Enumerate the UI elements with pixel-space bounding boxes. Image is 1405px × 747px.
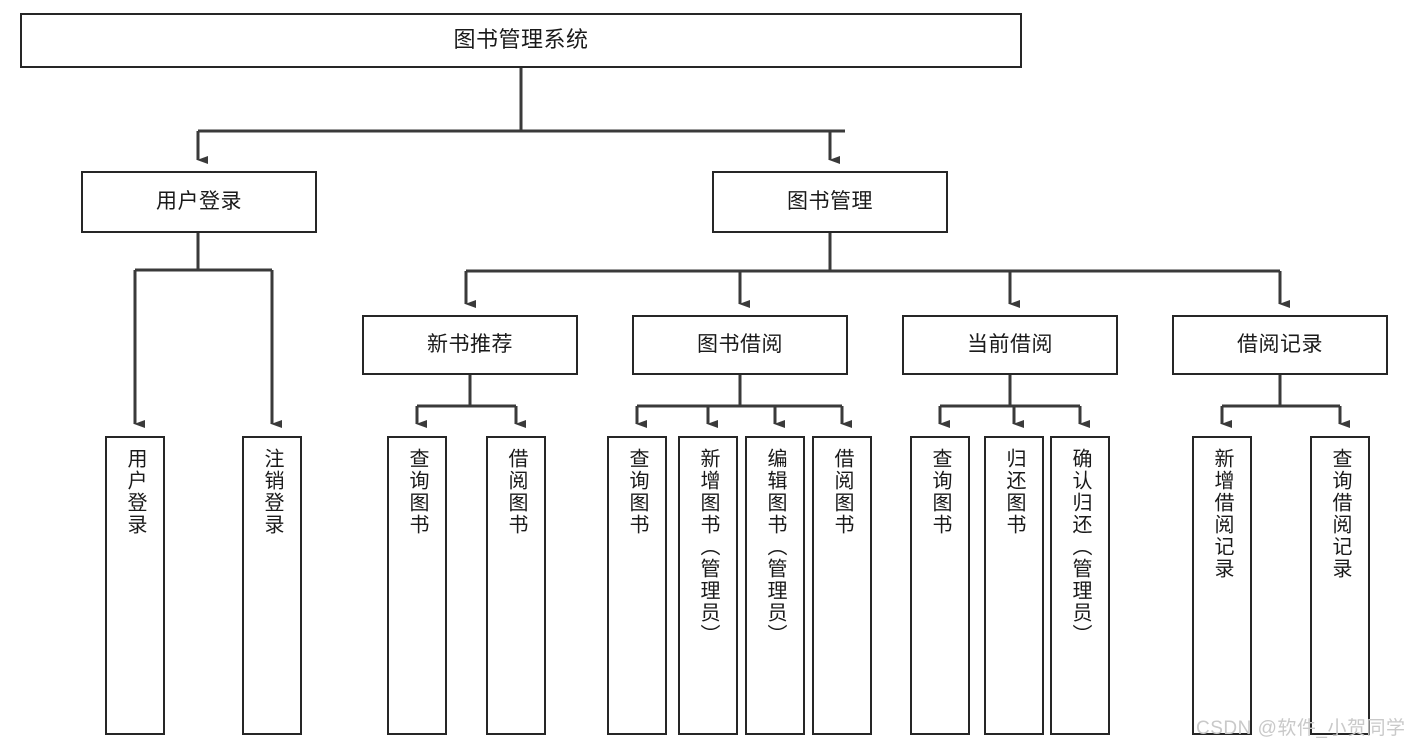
node-book-borrow-label: 图书借阅 bbox=[697, 333, 783, 357]
node-root[interactable]: 图书管理系统 bbox=[20, 13, 1022, 68]
node-leaf-return-book[interactable]: 归还图书 bbox=[984, 436, 1044, 735]
node-current-borrow[interactable]: 当前借阅 bbox=[902, 315, 1118, 375]
node-leaf-query-book-1[interactable]: 查询图书 bbox=[387, 436, 447, 735]
node-leaf-borrow-book-1[interactable]: 借阅图书 bbox=[486, 436, 546, 735]
node-leaf-logout-label: 注销登录 bbox=[261, 448, 283, 536]
node-leaf-borrow-book-1-label: 借阅图书 bbox=[505, 448, 527, 536]
node-leaf-query-book-3-label: 查询图书 bbox=[929, 448, 951, 536]
node-current-borrow-label: 当前借阅 bbox=[967, 333, 1053, 357]
node-leaf-confirm-return[interactable]: 确认归还（管理员） bbox=[1050, 436, 1110, 735]
node-leaf-query-book-3[interactable]: 查询图书 bbox=[910, 436, 970, 735]
node-new-book-recommend-label: 新书推荐 bbox=[427, 333, 513, 357]
node-leaf-edit-book-label: 编辑图书（管理员） bbox=[764, 448, 786, 646]
node-borrow-records-label: 借阅记录 bbox=[1237, 333, 1323, 357]
node-leaf-query-record-label: 查询借阅记录 bbox=[1329, 448, 1351, 580]
node-leaf-user-login[interactable]: 用户登录 bbox=[105, 436, 165, 735]
node-leaf-borrow-book-2-label: 借阅图书 bbox=[831, 448, 853, 536]
node-root-label: 图书管理系统 bbox=[453, 27, 589, 53]
csdn-watermark: CSDN @软件_小贺同学 bbox=[1196, 718, 1405, 739]
node-leaf-confirm-return-label: 确认归还（管理员） bbox=[1069, 448, 1091, 646]
node-borrow-records[interactable]: 借阅记录 bbox=[1172, 315, 1388, 375]
node-book-borrow[interactable]: 图书借阅 bbox=[632, 315, 848, 375]
node-book-manage[interactable]: 图书管理 bbox=[712, 171, 948, 233]
node-new-book-recommend[interactable]: 新书推荐 bbox=[362, 315, 578, 375]
node-book-manage-label: 图书管理 bbox=[787, 190, 873, 214]
node-leaf-query-book-2[interactable]: 查询图书 bbox=[607, 436, 667, 735]
node-leaf-user-login-label: 用户登录 bbox=[124, 448, 146, 536]
node-leaf-add-record-label: 新增借阅记录 bbox=[1211, 448, 1233, 580]
node-leaf-query-book-1-label: 查询图书 bbox=[406, 448, 428, 536]
node-leaf-query-record[interactable]: 查询借阅记录 bbox=[1310, 436, 1370, 735]
node-leaf-edit-book[interactable]: 编辑图书（管理员） bbox=[745, 436, 805, 735]
node-leaf-add-record[interactable]: 新增借阅记录 bbox=[1192, 436, 1252, 735]
node-leaf-logout[interactable]: 注销登录 bbox=[242, 436, 302, 735]
node-leaf-query-book-2-label: 查询图书 bbox=[626, 448, 648, 536]
node-user-login-label: 用户登录 bbox=[156, 190, 242, 214]
node-user-login[interactable]: 用户登录 bbox=[81, 171, 317, 233]
node-leaf-add-book-label: 新增图书（管理员） bbox=[697, 448, 719, 646]
node-leaf-return-book-label: 归还图书 bbox=[1003, 448, 1025, 536]
node-leaf-add-book[interactable]: 新增图书（管理员） bbox=[678, 436, 738, 735]
node-leaf-borrow-book-2[interactable]: 借阅图书 bbox=[812, 436, 872, 735]
